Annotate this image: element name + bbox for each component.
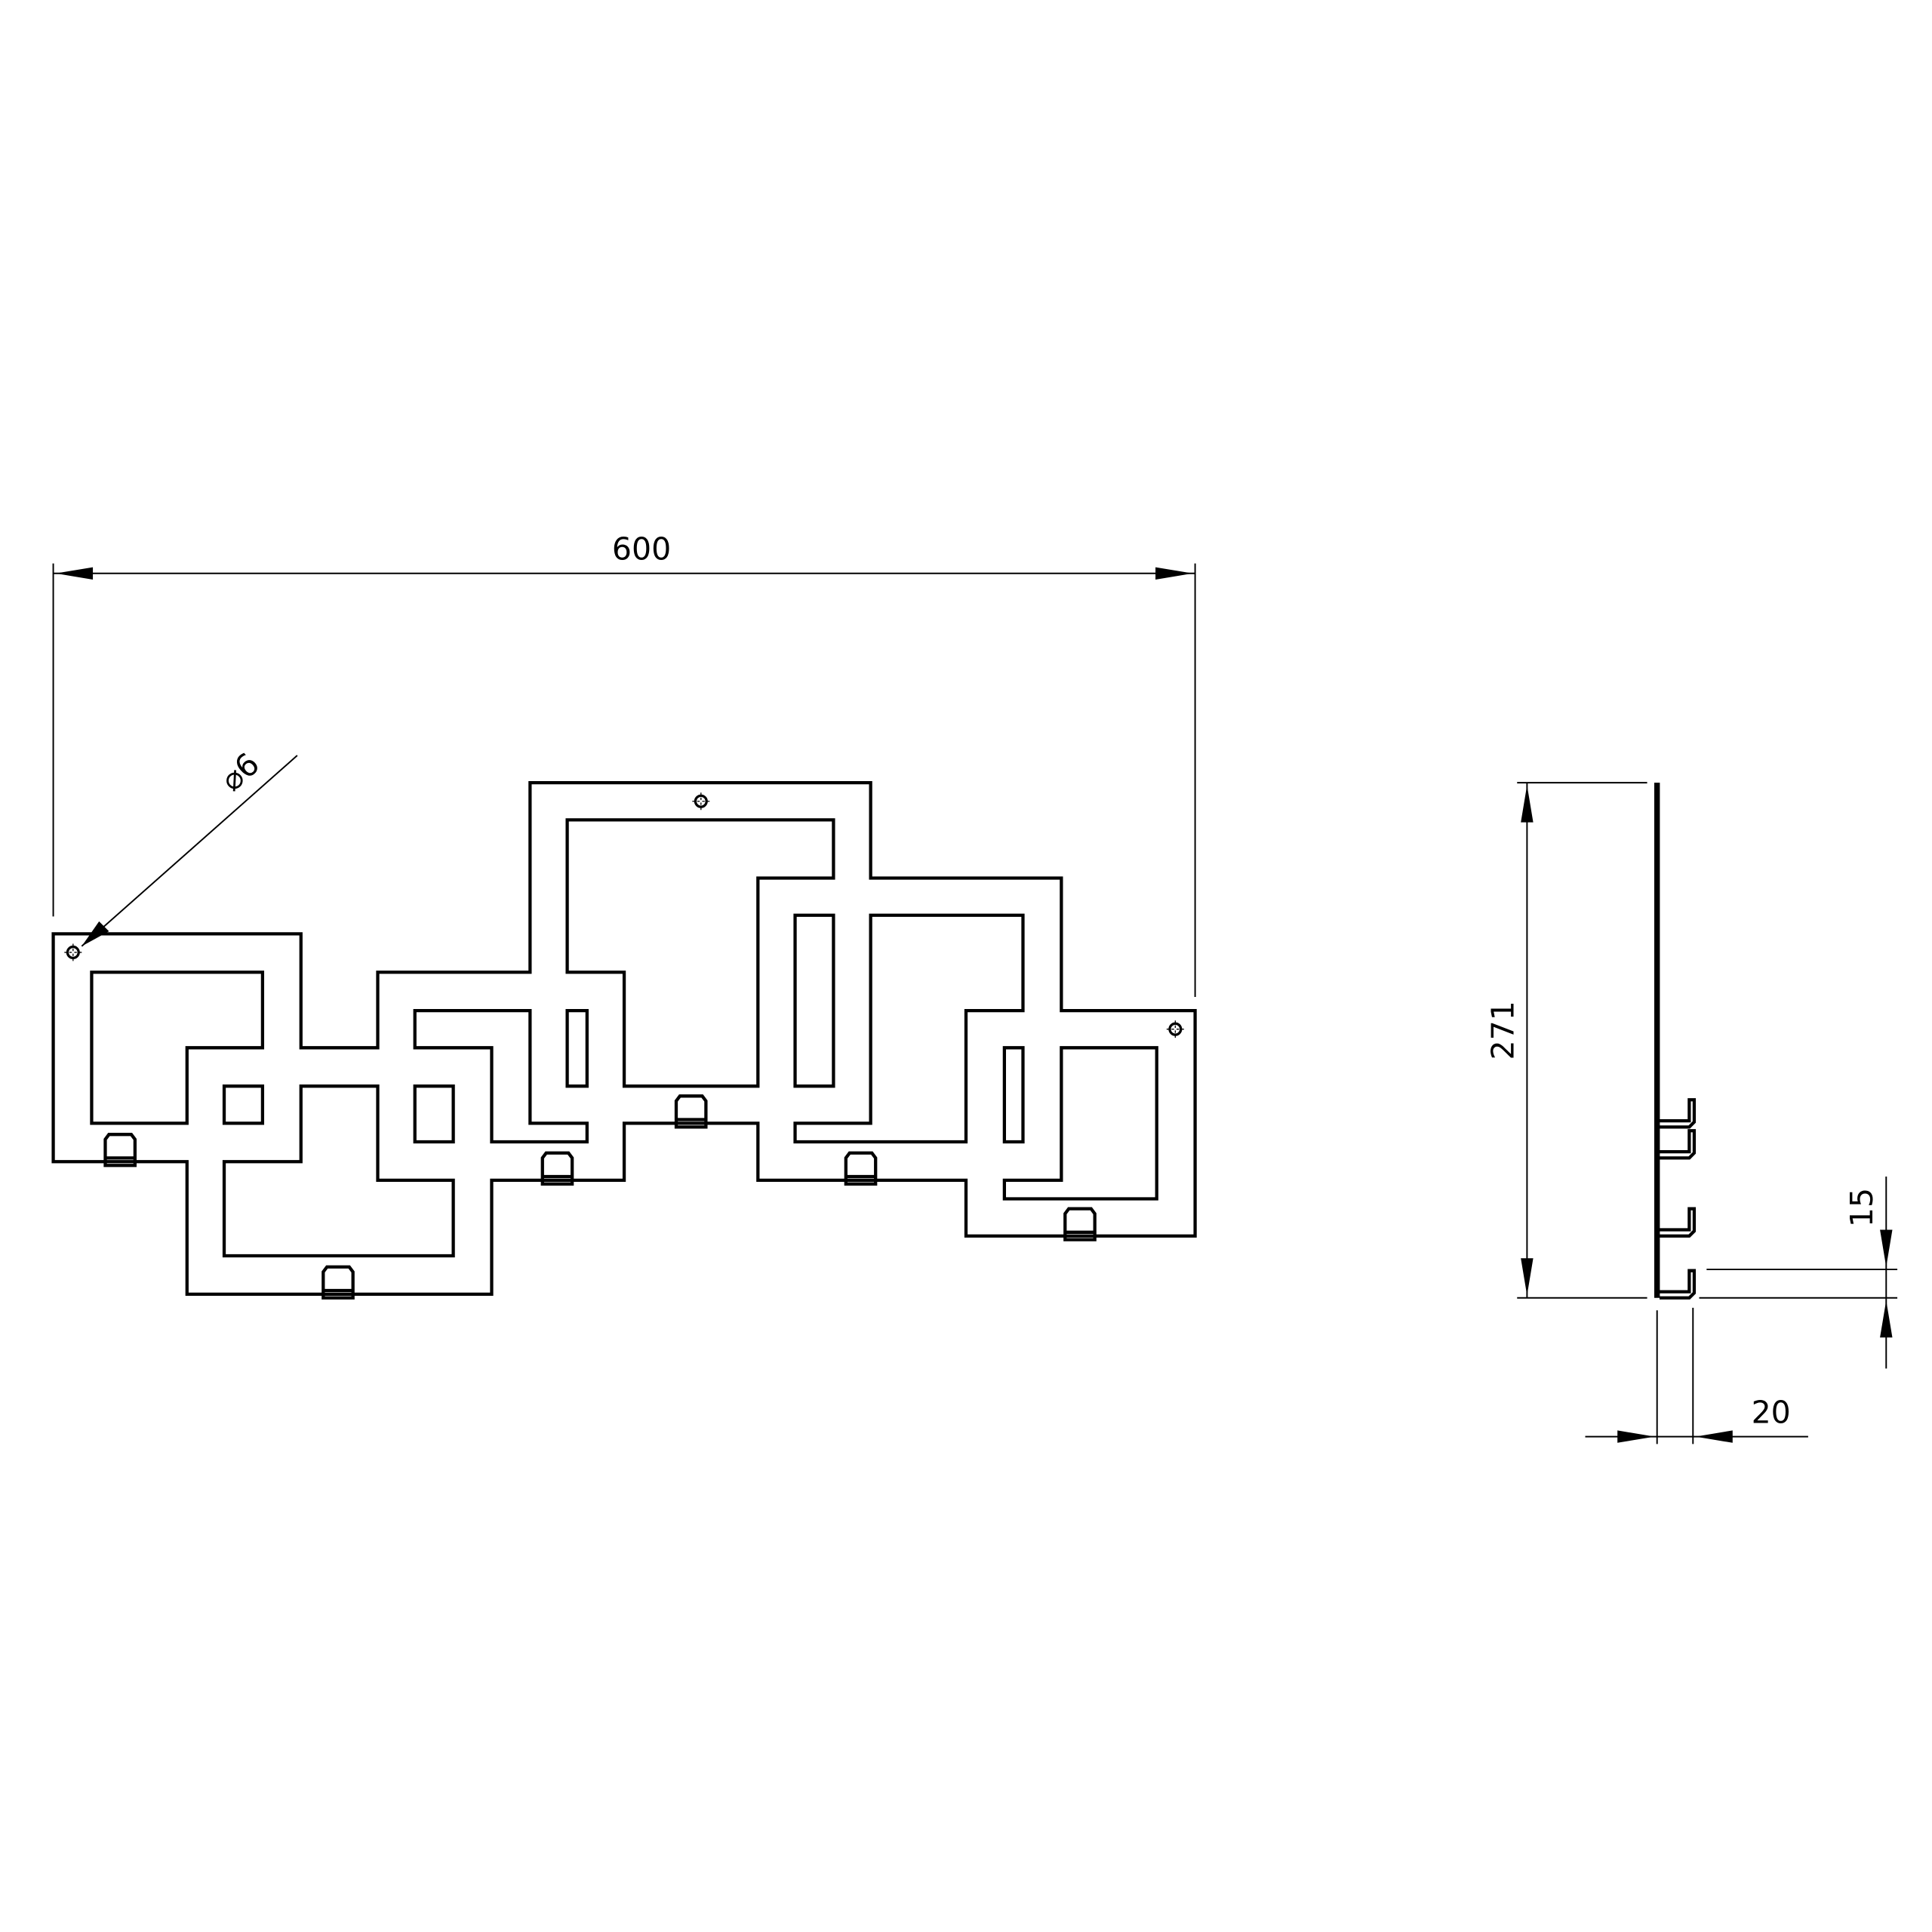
cutout — [565, 1008, 589, 1088]
hook-height-label: 15 — [1844, 1188, 1880, 1227]
hole-diameter-dimension: ⌀6 — [81, 746, 298, 947]
cutout — [793, 913, 835, 1088]
hook — [674, 1094, 708, 1129]
side-hook — [1659, 1098, 1697, 1129]
cutout — [222, 1084, 265, 1125]
side-hook — [1659, 1129, 1697, 1160]
hook — [844, 1151, 878, 1186]
side-hook — [1659, 1269, 1697, 1300]
side-hooks — [1659, 1098, 1697, 1300]
mounting-holes — [64, 792, 1184, 1038]
width-dimension: 600 — [52, 531, 1196, 998]
hooks — [103, 1094, 1097, 1300]
plate-outline — [51, 780, 1197, 1297]
mounting-hole — [64, 943, 82, 961]
cutout — [90, 971, 265, 1125]
hook-depth-label: 20 — [1752, 1395, 1791, 1431]
hook — [540, 1151, 574, 1186]
height-dimension-label: 271 — [1484, 1001, 1521, 1060]
mounting-hole — [1166, 1020, 1184, 1038]
cutout — [793, 913, 1025, 1144]
mounting-hole — [692, 792, 710, 811]
cutout — [1002, 1046, 1025, 1144]
front-view: 600 ⌀6 — [51, 531, 1197, 1300]
hook — [103, 1133, 137, 1168]
cutout — [413, 1084, 455, 1144]
side-view: 271 15 20 — [1484, 782, 1898, 1444]
hook — [321, 1265, 355, 1300]
height-dimension: 271 — [1484, 782, 1647, 1299]
cutout — [565, 818, 835, 1088]
hook-height-dimension: 15 — [1699, 1176, 1898, 1369]
hook — [1063, 1207, 1097, 1241]
hook-depth-dimension: 20 — [1585, 1307, 1808, 1444]
cutout — [1002, 1046, 1158, 1201]
cutout — [222, 1084, 455, 1258]
width-dimension-label: 600 — [612, 531, 671, 568]
cutout — [413, 1008, 589, 1144]
side-hook — [1659, 1207, 1697, 1238]
